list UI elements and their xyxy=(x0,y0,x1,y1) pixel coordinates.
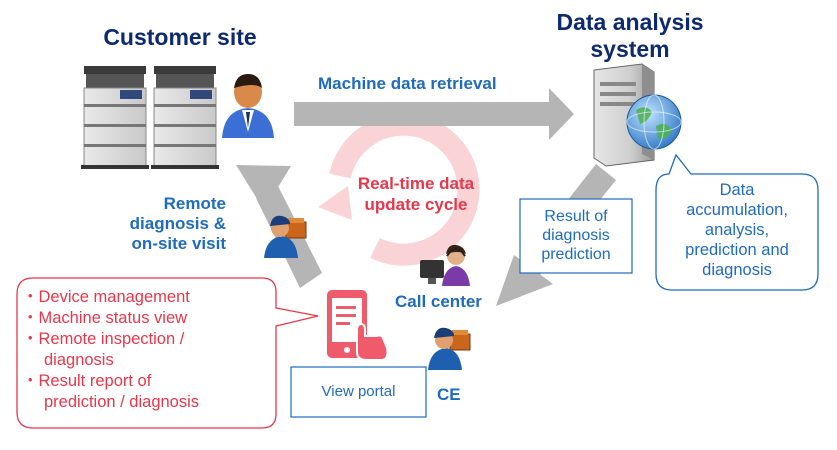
remote-diagnosis-label: Remote diagnosis & on-site visit xyxy=(96,194,226,254)
call-center-label: Call center xyxy=(395,292,482,311)
ce-technician-icon xyxy=(428,327,471,370)
server-globe-icon xyxy=(593,63,682,167)
customer-site-title: Customer site xyxy=(103,24,257,50)
businessman-icon xyxy=(222,74,274,138)
view-portal-box xyxy=(290,366,427,418)
cycle-label-line2: update cycle xyxy=(364,195,468,214)
feature-item: ・Device management xyxy=(22,288,190,306)
accumulation-line2: accumulation, xyxy=(686,201,788,219)
result-box-text: Result of diagnosis prediction xyxy=(520,207,632,264)
cycle-label-line1: Real-time data xyxy=(357,174,475,193)
cycle-label: Real-time data update cycle xyxy=(336,173,496,215)
feature-item-continued: diagnosis xyxy=(44,351,114,369)
accumulation-line1: Data xyxy=(719,181,755,199)
accumulation-bubble xyxy=(655,153,819,291)
cycle-arrow-icon xyxy=(318,113,480,266)
technician-icon xyxy=(264,215,307,258)
accumulation-line4: prediction and xyxy=(685,241,789,259)
view-portal-label: View portal xyxy=(321,383,396,400)
remote-label-line3: on-site visit xyxy=(131,234,226,253)
result-box xyxy=(519,198,633,274)
result-line3: prediction xyxy=(541,246,611,263)
features-list: ・Device management ・Machine status view … xyxy=(22,287,274,413)
remote-label-line1: Remote xyxy=(163,194,226,213)
machine-data-retrieval-label: Machine data retrieval xyxy=(318,74,497,93)
operator-headset-icon xyxy=(420,244,470,286)
accumulation-line5: diagnosis xyxy=(702,261,772,279)
features-callout xyxy=(16,277,319,429)
tablet-touch-icon xyxy=(327,290,389,361)
feature-item: ・Machine status view xyxy=(22,309,188,327)
result-line1: Result of xyxy=(544,208,608,225)
data-analysis-title-line1: Data analysis xyxy=(556,9,704,35)
remote-label-line2: diagnosis & xyxy=(129,214,226,233)
data-analysis-title: Data analysis system xyxy=(535,9,725,63)
feature-item: ・Remote inspection / xyxy=(22,330,185,348)
ce-label: CE xyxy=(437,385,461,404)
data-analysis-title-line2: system xyxy=(590,36,670,62)
copier-machine-icon xyxy=(81,66,219,169)
machine-data-arrow xyxy=(294,88,574,140)
feature-item-continued: prediction / diagnosis xyxy=(44,393,200,411)
accumulation-text: Data accumulation, analysis, prediction … xyxy=(656,180,818,280)
result-line2: diagnosis xyxy=(542,227,610,244)
feature-item: ・Result report of xyxy=(22,372,152,390)
accumulation-line3: analysis, xyxy=(704,221,770,239)
